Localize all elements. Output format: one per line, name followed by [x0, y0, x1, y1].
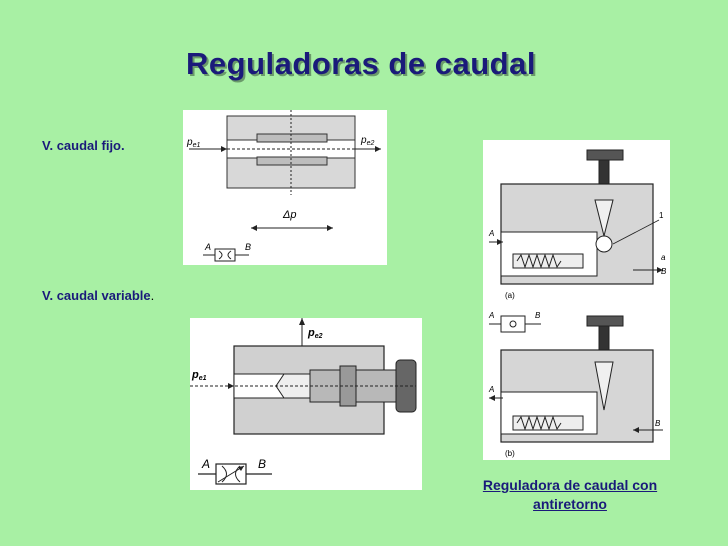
page-title: Reguladoras de caudal [0, 46, 728, 82]
caption-antiretorno: Reguladora de caudal con antiretorno [440, 476, 700, 514]
antiretorno-label-a2: A [488, 385, 494, 394]
label-dot: . [150, 288, 155, 303]
page-title-text: Reguladoras de caudal [186, 46, 536, 81]
fijo-symbol-a: A [204, 242, 211, 252]
variable-restrictor-symbol [198, 463, 272, 485]
fijo-pe2-label: pe2 [360, 135, 374, 147]
fijo-symbol-b: B [245, 242, 251, 252]
antiretorno-symbol [489, 315, 541, 333]
fijo-pe1-label: pe1 [186, 137, 200, 149]
diagram-antiretorno: 1 A a B (a) A B A B (b) [483, 140, 670, 460]
antiretorno-symbol-b: B [535, 311, 541, 320]
label-caudal-variable: V. caudal variable. [42, 288, 154, 303]
antiretorno-label-1: 1 [659, 211, 664, 220]
caption-line-1: Reguladora de caudal con [482, 477, 658, 493]
label-caudal-fijo: V. caudal fijo. [42, 138, 125, 153]
antiretorno-label-a-small: a [661, 253, 666, 262]
antiretorno-label-b2: B [655, 419, 661, 428]
variable-pe1-label: pe1 [191, 369, 207, 382]
antiretorno-label-a-port: A [488, 229, 494, 238]
antiretorno-symbol-a: A [488, 311, 494, 320]
variable-symbol-a: A [201, 457, 210, 471]
fijo-restrictor-symbol [203, 248, 249, 262]
diagram-caudal-variable: pe2 pe1 A B [190, 318, 422, 490]
label-caudal-variable-text: V. caudal variable [42, 288, 151, 303]
variable-pe2-label: pe2 [307, 327, 323, 340]
antiretorno-label-sub-a: (a) [505, 291, 515, 300]
diagram-caudal-fijo: pe1 pe2 Δp A B [183, 110, 387, 265]
fijo-delta-p-label: Δp [282, 209, 297, 221]
variable-symbol-b: B [258, 457, 266, 471]
caption-line-2: antiretorno [533, 496, 607, 512]
antiretorno-label-b-port: B [661, 267, 667, 276]
antiretorno-label-sub-b: (b) [505, 449, 515, 458]
